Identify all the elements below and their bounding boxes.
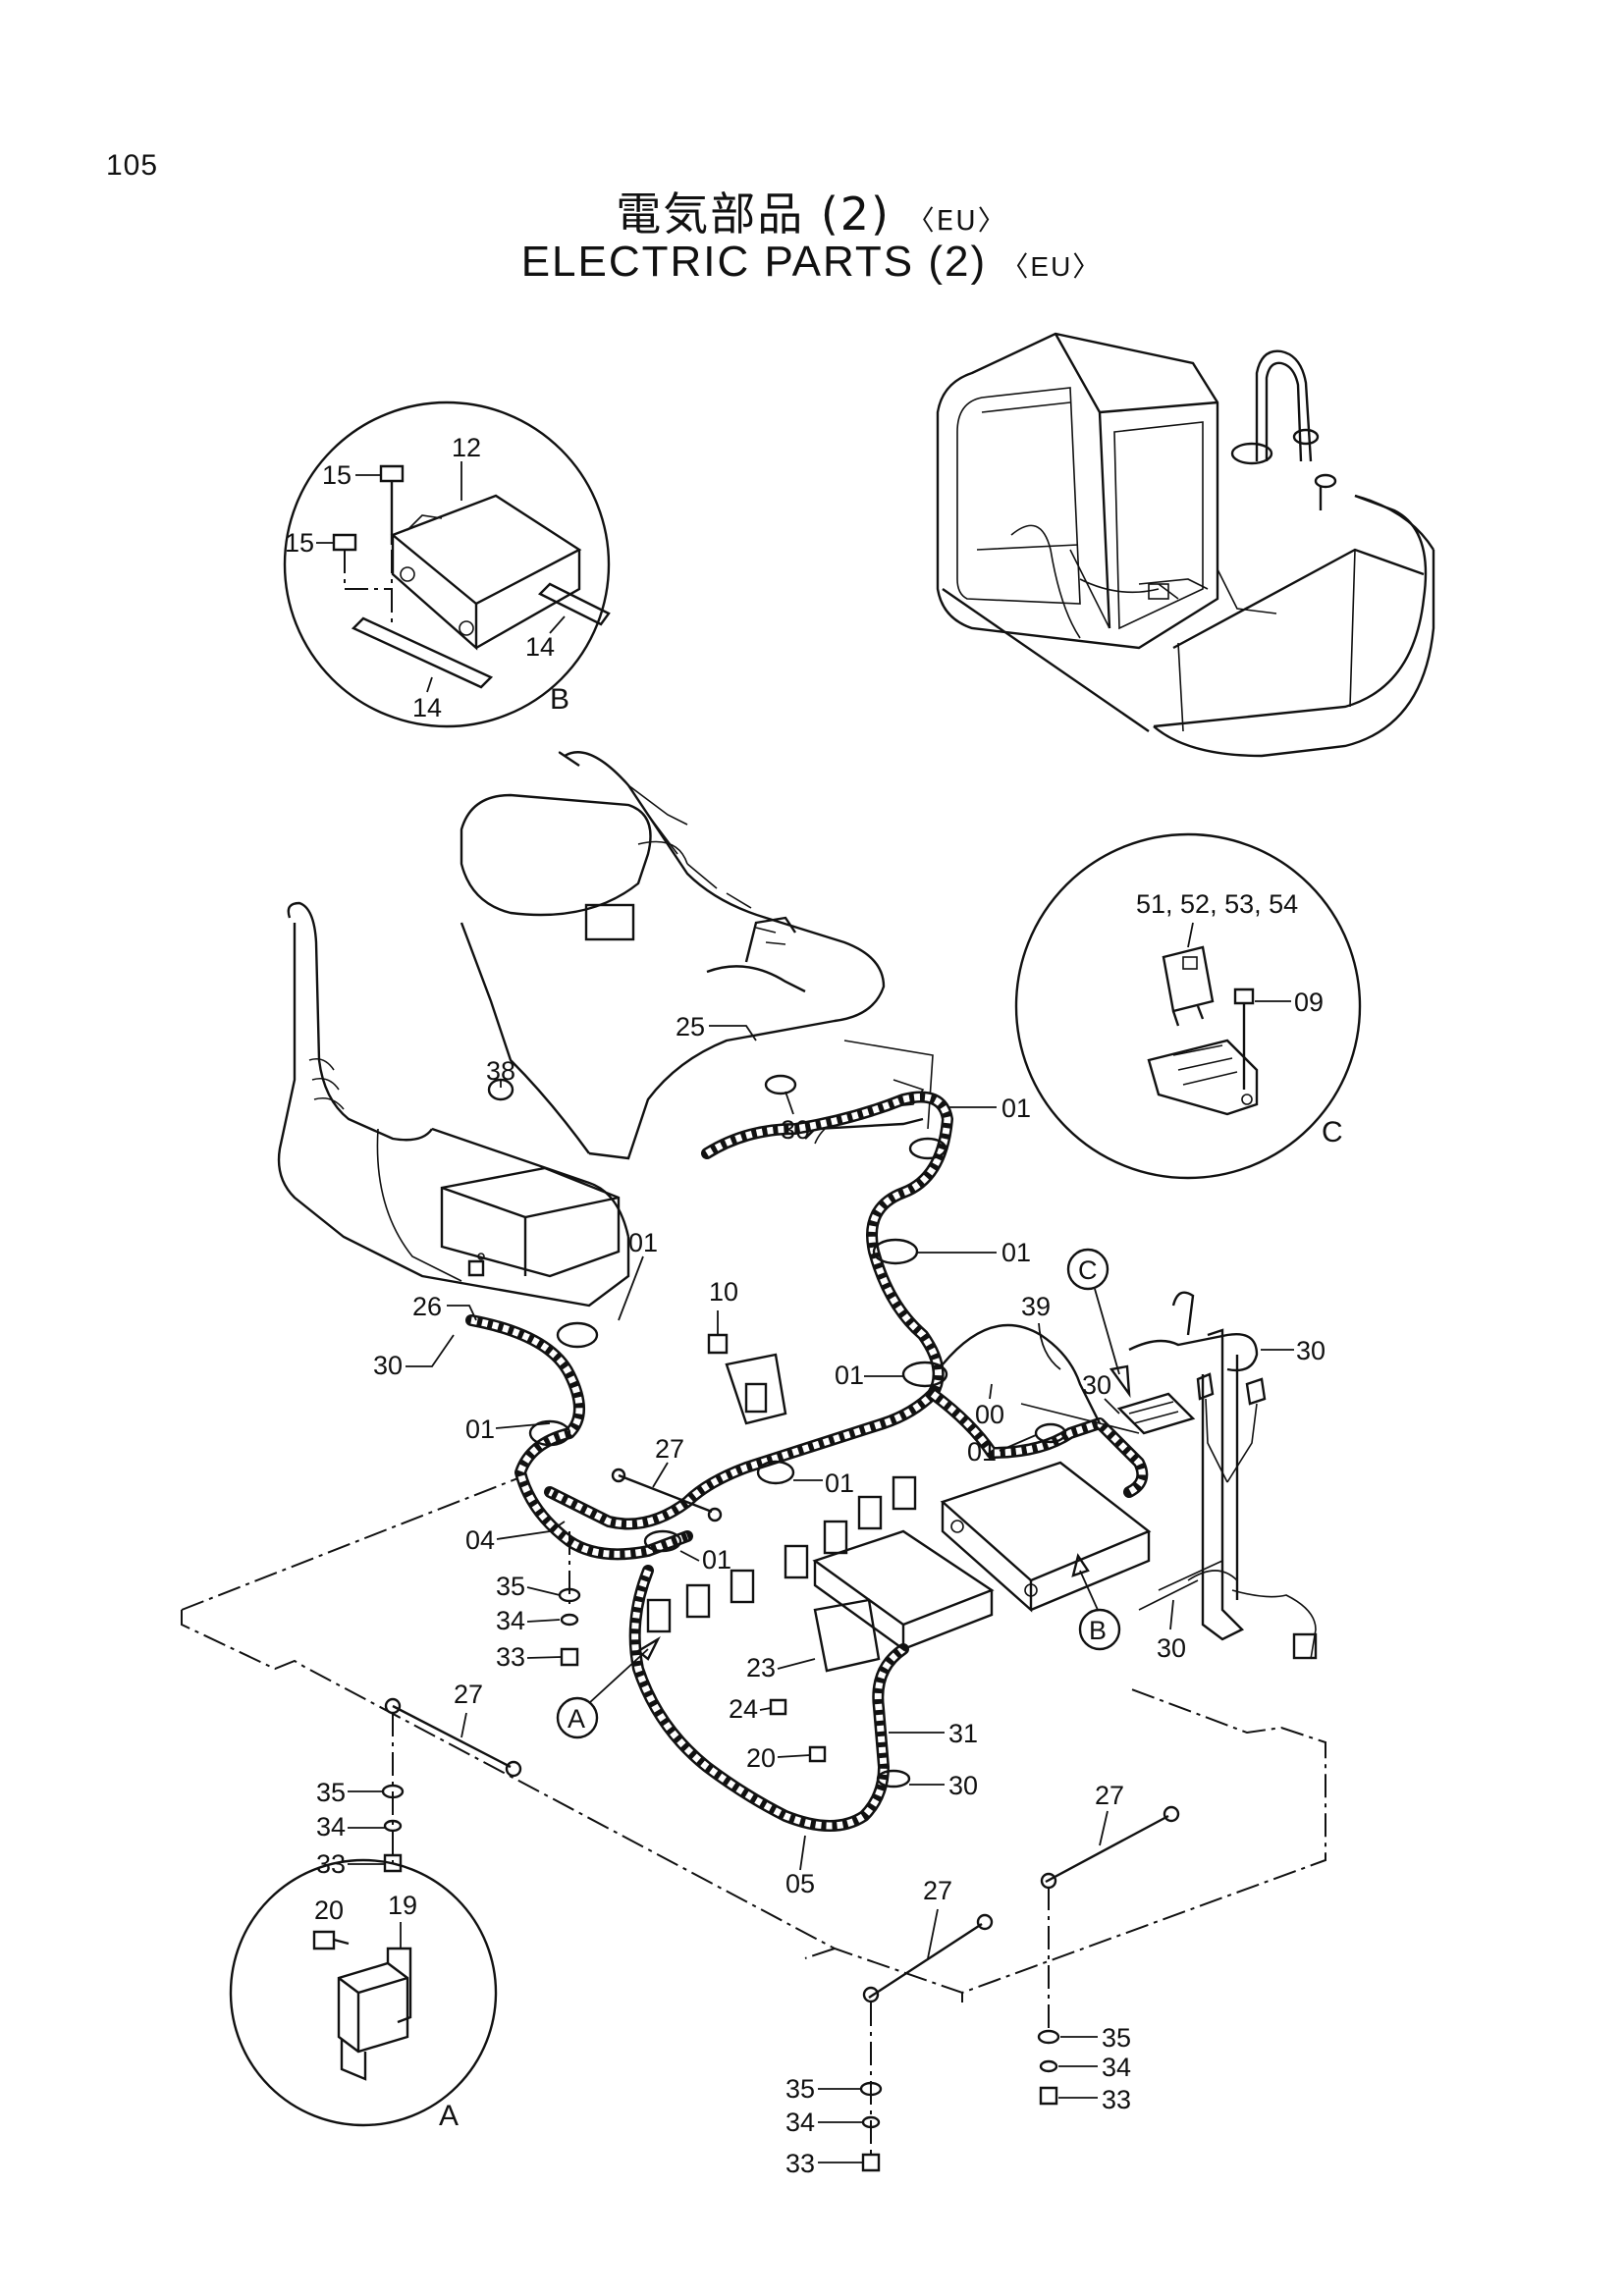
detail-b-letter: B bbox=[550, 683, 569, 716]
clamp-01 bbox=[872, 1238, 919, 1265]
callout-35: 35 bbox=[496, 1572, 525, 1601]
callout-01: 01 bbox=[1001, 1094, 1031, 1123]
callout-05: 05 bbox=[785, 1869, 815, 1898]
callout-25: 25 bbox=[676, 1012, 705, 1041]
callout-34: 34 bbox=[496, 1606, 525, 1635]
callout-35: 35 bbox=[1102, 2023, 1131, 2053]
detail-b: 12 15 15 14 14 B bbox=[283, 400, 611, 728]
page-number: 105 bbox=[106, 149, 159, 182]
callout-39: 39 bbox=[1021, 1292, 1051, 1321]
clamp-01 bbox=[908, 1137, 947, 1160]
clamp-01 bbox=[756, 1460, 795, 1485]
callout-27: 27 bbox=[923, 1876, 952, 1905]
title-japanese-text: 電気部品 (2) bbox=[616, 187, 891, 240]
callout-01: 01 bbox=[967, 1437, 997, 1467]
callout-01: 01 bbox=[1001, 1238, 1031, 1267]
callout-15: 15 bbox=[285, 528, 314, 558]
ground-straps bbox=[381, 1468, 1180, 2172]
callout-23: 23 bbox=[746, 1653, 776, 1682]
detail-a-circle bbox=[229, 1858, 498, 2127]
region-tag: 〈EU〉 bbox=[1001, 251, 1103, 282]
callout-01: 01 bbox=[628, 1228, 658, 1257]
callout-30: 30 bbox=[781, 1115, 810, 1145]
wiring-harness bbox=[465, 1074, 1149, 1832]
callout-30: 30 bbox=[948, 1771, 978, 1800]
callout-15: 15 bbox=[322, 460, 352, 490]
detail-c: 51, 52, 53, 54 09 C bbox=[1014, 832, 1362, 1180]
callout-26: 26 bbox=[412, 1292, 442, 1321]
callout-20: 20 bbox=[314, 1896, 344, 1925]
callout-33: 33 bbox=[785, 2149, 815, 2178]
callout-20: 20 bbox=[746, 1743, 776, 1773]
clamp-01 bbox=[1034, 1422, 1067, 1444]
detail-c-circle bbox=[1014, 832, 1362, 1180]
callout-30: 30 bbox=[1296, 1336, 1325, 1365]
callout-labels: 38 25 30 01 01 01 10 26 30 01 27 01 04 0… bbox=[316, 1012, 1325, 2178]
callout-34: 34 bbox=[785, 2108, 815, 2137]
callout-01: 01 bbox=[465, 1415, 495, 1444]
callout-19: 19 bbox=[388, 1891, 417, 1920]
right-console bbox=[460, 751, 934, 1160]
marker-c: C bbox=[1078, 1255, 1098, 1285]
title-english: ELECTRIC PARTS (2) 〈EU〉 bbox=[0, 238, 1623, 287]
callout-34: 34 bbox=[316, 1812, 346, 1842]
callout-27: 27 bbox=[1095, 1781, 1124, 1810]
callout-00: 00 bbox=[975, 1400, 1004, 1429]
callout-04: 04 bbox=[465, 1525, 495, 1555]
region-tag: 〈EU〉 bbox=[906, 204, 1007, 237]
floor-plate bbox=[181, 1476, 1326, 2002]
callout-24: 24 bbox=[729, 1694, 758, 1724]
left-console bbox=[277, 901, 630, 1308]
excavator-overview bbox=[936, 332, 1435, 758]
callout-30: 30 bbox=[1157, 1633, 1186, 1663]
callout-35: 35 bbox=[316, 1778, 346, 1807]
clamp-01 bbox=[528, 1419, 571, 1447]
connector-group bbox=[646, 1475, 917, 1633]
detail-b-circle bbox=[283, 400, 611, 728]
callout-33: 33 bbox=[316, 1849, 346, 1879]
reference-markers: C B A bbox=[556, 1248, 1131, 1739]
callout-30: 30 bbox=[373, 1351, 403, 1380]
callout-27: 27 bbox=[655, 1434, 684, 1464]
clamp-30 bbox=[876, 1769, 911, 1789]
callout-12: 12 bbox=[452, 433, 481, 462]
marker-b: B bbox=[1089, 1616, 1107, 1645]
callout-51-52-53-54: 51, 52, 53, 54 bbox=[1136, 889, 1298, 919]
controller-unit bbox=[812, 1328, 1318, 1660]
detail-c-letter: C bbox=[1322, 1116, 1343, 1148]
callout-14: 14 bbox=[525, 632, 555, 662]
callout-31: 31 bbox=[948, 1719, 978, 1748]
clamp-01 bbox=[901, 1361, 948, 1388]
callout-35: 35 bbox=[785, 2074, 815, 2104]
callout-01: 01 bbox=[835, 1361, 864, 1390]
callout-34: 34 bbox=[1102, 2053, 1131, 2082]
callout-10: 10 bbox=[709, 1277, 738, 1307]
fuse-block-area bbox=[1116, 1291, 1267, 1483]
clamp-30 bbox=[764, 1074, 797, 1095]
clamp-01 bbox=[556, 1321, 599, 1349]
detail-a-letter: A bbox=[439, 2100, 459, 2132]
callout-09: 09 bbox=[1294, 988, 1324, 1017]
callout-14: 14 bbox=[412, 693, 442, 722]
callout-33: 33 bbox=[1102, 2085, 1131, 2114]
detail-a: 20 19 A bbox=[229, 1858, 498, 2132]
title-japanese: 電気部品 (2) 〈EU〉 bbox=[0, 179, 1623, 243]
marker-a: A bbox=[568, 1704, 585, 1734]
callout-01: 01 bbox=[825, 1468, 854, 1498]
callout-30: 30 bbox=[1082, 1370, 1111, 1400]
callout-27: 27 bbox=[454, 1680, 483, 1709]
callout-01: 01 bbox=[702, 1545, 731, 1575]
title-english-text: ELECTRIC PARTS (2) bbox=[520, 238, 988, 286]
callout-33: 33 bbox=[496, 1642, 525, 1672]
clamp-01 bbox=[643, 1529, 682, 1553]
